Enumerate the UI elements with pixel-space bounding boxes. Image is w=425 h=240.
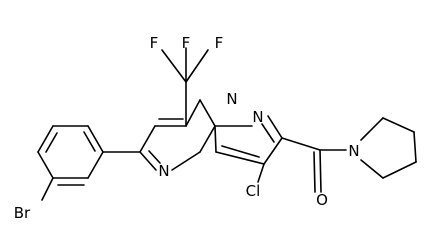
bond-phenyl-4-inner [83,131,96,152]
bond-pyrazole-4-inner [221,145,260,158]
atom-o-carbonyl-label: O [316,191,328,209]
bond-pyrimidine-6 [171,151,201,171]
bond-pyrrolidine-4 [382,161,417,179]
bond-carbonyl-co-inner [313,151,316,193]
bond-pyrazole-2 [267,115,283,139]
bond-carbonyl-link [281,137,321,151]
atom-f-top-center-label: F [182,34,191,52]
atom-cl-label: Cl [246,182,261,200]
bond-phenyl-6 [37,125,54,153]
atom-labels: Br Cl N N N N O F F F [14,34,360,222]
bond-pyrrolidine-3 [413,131,417,163]
bond-cf3-c [185,49,209,83]
bond-phenyl-4 [87,125,104,153]
bond-pyrimidine-1 [139,125,156,153]
atom-br-label: Br [14,204,31,222]
atom-n-pyrimidine-label: N [158,162,169,180]
bond-pyrazole-2-inner [261,123,275,143]
bond-phenyl-6-inner [45,132,58,153]
atom-n-pyrazole-label: N [252,108,263,126]
bond-pyrimidine-3 [185,99,201,127]
bond-pyrrolidine-5 [360,159,384,179]
bond-carbonyl-co [319,149,322,193]
bond-pyrrolidine-2 [382,117,415,133]
bond-pyrazole-5 [214,125,217,153]
atom-n-pyrrolidine-label: N [348,142,359,160]
atom-f-top-right-label: F [215,34,224,52]
bond-phenyl-1 [41,177,54,201]
bond-pyrazole-4 [215,151,265,165]
molecule-structure-diagram: Br Cl N N N N O F F F [14,34,417,222]
bond-cl [257,163,265,183]
bond-cf3-a [161,49,187,83]
bonds [37,47,417,201]
bond-pyrimidine-7 [139,151,157,171]
atom-n-bridge-label: N [226,90,237,108]
bond-pyrazole-3 [263,137,283,165]
bond-pyrimidine-7-inner [148,150,161,164]
bond-phenyl-7 [37,151,54,179]
bond-pyrimidine-5 [199,125,216,153]
bond-pyrimidine-4 [199,99,216,127]
atom-f-top-left-label: F [150,34,159,52]
bond-pyrrolidine-1 [360,117,384,141]
bond-phenyl-3 [87,151,104,179]
